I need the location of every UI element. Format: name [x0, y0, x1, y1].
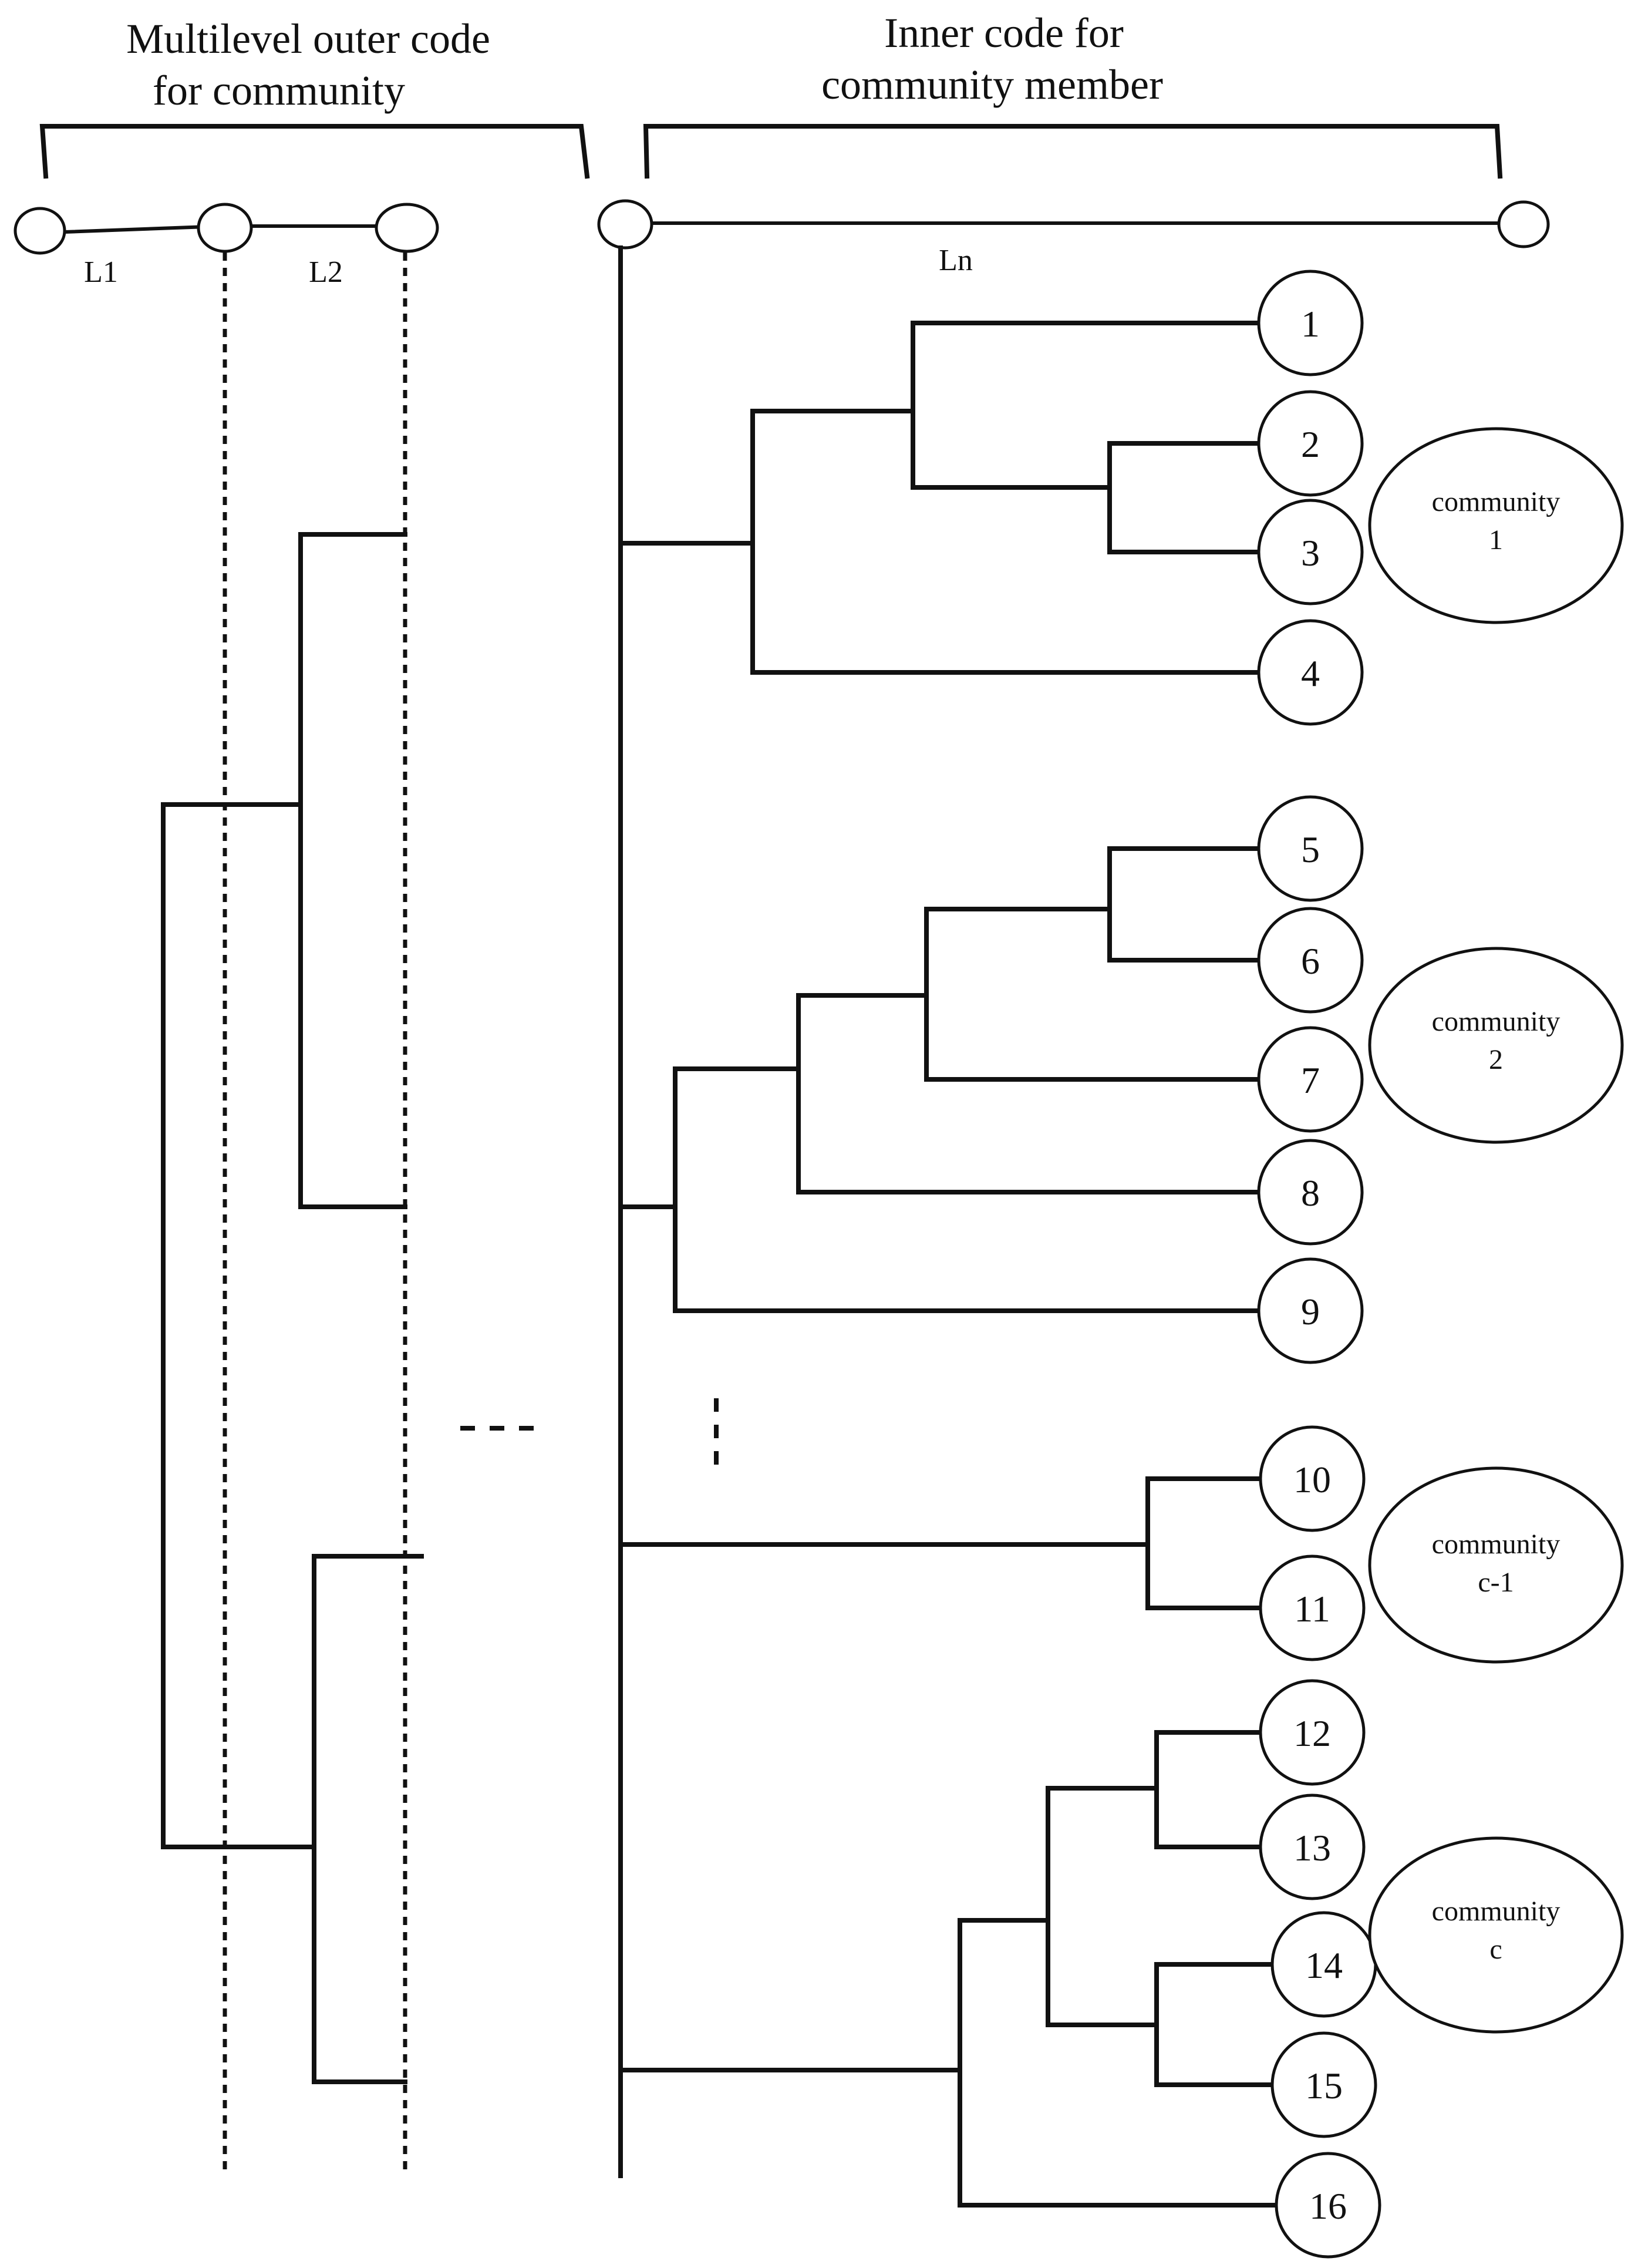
- community-c-label-line2: c: [1489, 1934, 1502, 1965]
- leaf-label: 7: [1301, 1059, 1320, 1101]
- leaf-node: [1259, 1554, 1366, 1661]
- community-1-ellipse: [1368, 427, 1624, 624]
- community-1-label-line2: 1: [1489, 524, 1503, 556]
- leaf-label: 2: [1301, 423, 1320, 465]
- leaf-label: 12: [1293, 1712, 1331, 1754]
- leaf-label: 8: [1301, 1172, 1320, 1214]
- inner-code-title-line2: community member: [821, 61, 1163, 108]
- community-2-ellipse: [1368, 947, 1624, 1144]
- leaf-node: [1257, 1026, 1364, 1133]
- leaf-node: [1257, 270, 1364, 376]
- community-2-tree: [618, 846, 1262, 1313]
- leaf-label: 4: [1301, 652, 1320, 694]
- leaf-label: 16: [1309, 2185, 1347, 2227]
- inner-code-title-line1: Inner code for: [884, 9, 1124, 56]
- level-node-l1: [197, 203, 253, 253]
- leaf-node: [1257, 499, 1364, 605]
- leaf-label: 10: [1293, 1459, 1331, 1500]
- leaf-node: [1257, 1139, 1364, 1246]
- level-node-ln: [1497, 200, 1550, 248]
- leaf-node: [1257, 907, 1364, 1014]
- outer-code-title-line2: for community: [153, 67, 405, 114]
- community-c-1-ellipse: [1368, 1466, 1624, 1664]
- leaf-nodes: 1 2 3 4 5 6 7 8 9 10 11 12 13 14 15 16: [1257, 270, 1381, 2259]
- community-2-label-line1: community: [1432, 1006, 1561, 1037]
- leaf-node: [1257, 619, 1364, 726]
- leaf-node: [1259, 1679, 1366, 1786]
- community-c-1-label-line2: c-1: [1478, 1567, 1514, 1598]
- leaf-node: [1257, 390, 1364, 497]
- leaf-label: 14: [1305, 1944, 1343, 1986]
- community-c-1-label-line1: community: [1432, 1529, 1561, 1560]
- level-node-root: [14, 207, 66, 255]
- level-label-l1: L1: [84, 255, 118, 289]
- leaf-label: 15: [1305, 2065, 1343, 2107]
- community-2-label-line2: 2: [1489, 1044, 1503, 1075]
- community-c-1-tree: [618, 1476, 1262, 1610]
- outer-dendrogram: [161, 532, 424, 2084]
- leaf-label: 1: [1301, 303, 1320, 345]
- leaf-label: 13: [1293, 1827, 1331, 1869]
- level-node-l2: [375, 203, 439, 253]
- leaf-node: [1259, 1425, 1366, 1532]
- level-label-ln: Ln: [939, 244, 973, 277]
- leaf-label: 9: [1301, 1291, 1320, 1332]
- leaf-label: 5: [1301, 829, 1320, 870]
- leaf-label: 11: [1294, 1588, 1330, 1630]
- level-node-inner-start: [597, 199, 653, 250]
- community-1-tree: [618, 321, 1262, 675]
- leaf-label: 6: [1301, 940, 1320, 982]
- community-c-ellipse: [1368, 1836, 1624, 2034]
- community-c-tree: [618, 1730, 1282, 2208]
- leaf-node: [1275, 2152, 1381, 2259]
- community-ellipses: community 1 community 2 community c-1 co…: [1368, 427, 1624, 2034]
- community-c-label-line1: community: [1432, 1896, 1561, 1927]
- outer-code-title-line1: Multilevel outer code: [126, 15, 490, 62]
- outer-code-bracket: [39, 124, 590, 179]
- leaf-node: [1257, 795, 1364, 902]
- leaf-label: 3: [1301, 532, 1320, 574]
- leaf-node: [1270, 2031, 1377, 2138]
- inner-code-bracket: [643, 124, 1503, 179]
- leaf-node: [1257, 1257, 1364, 1364]
- community-1-label-line1: community: [1432, 486, 1561, 517]
- level-label-l2: L2: [309, 255, 343, 289]
- leaf-node: [1259, 1793, 1366, 1900]
